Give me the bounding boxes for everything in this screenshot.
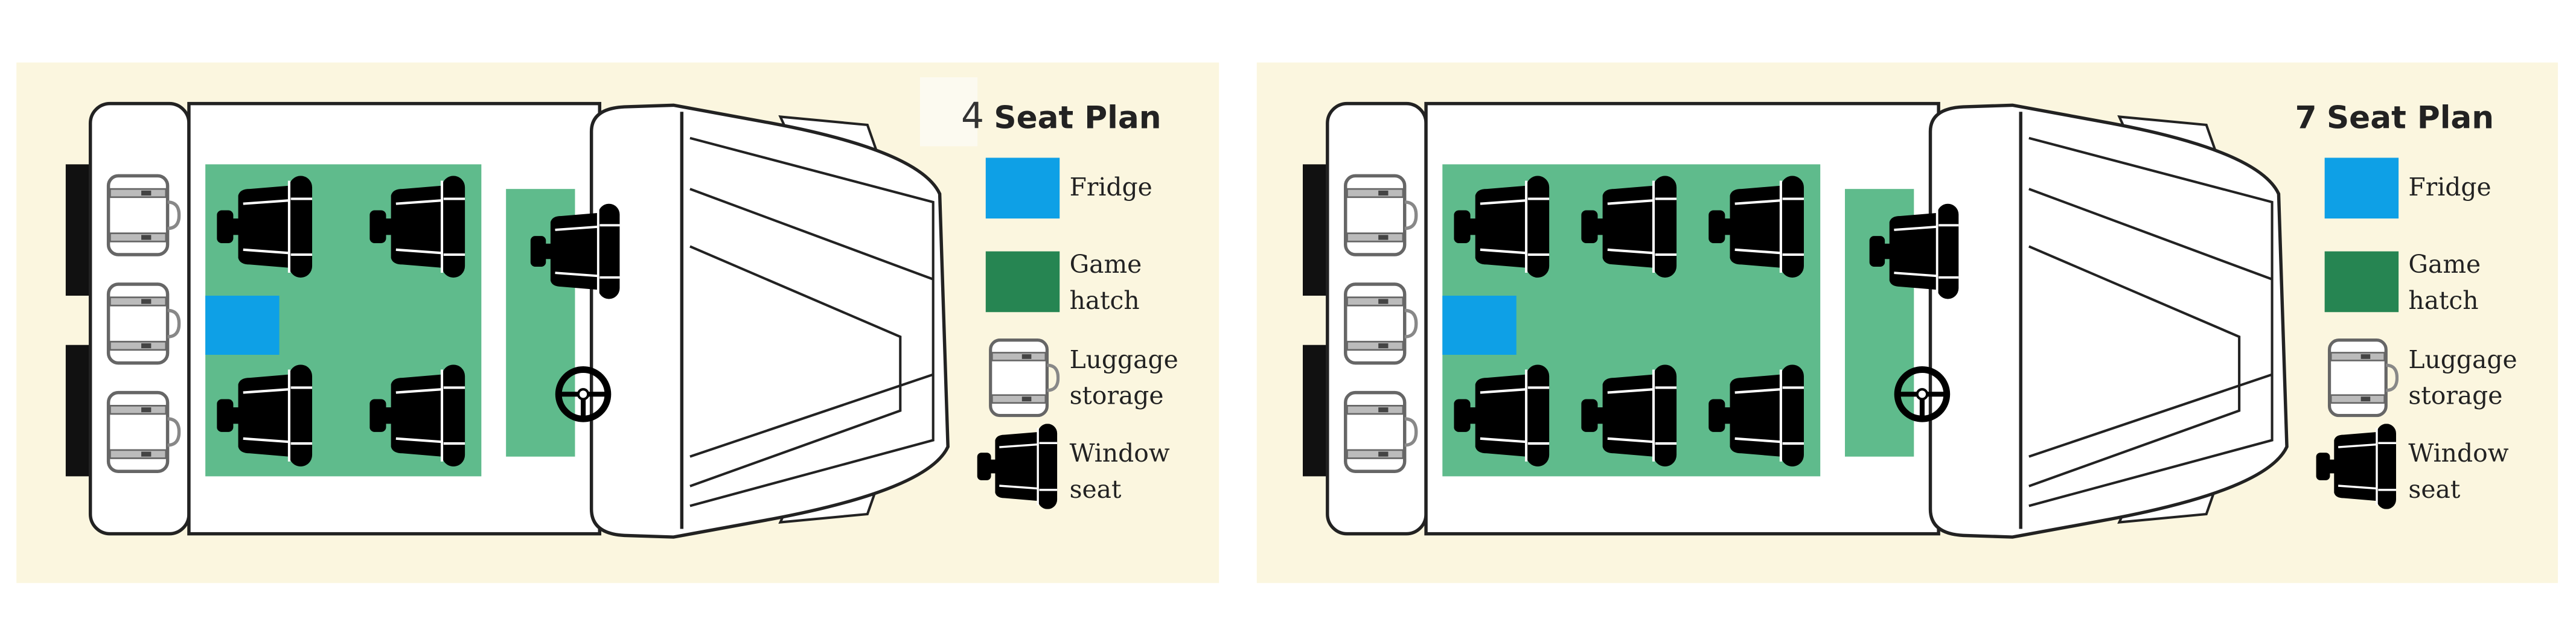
fridge [1442,296,1517,355]
rear-bumper [65,345,91,477]
legend-luggage-icon [991,340,1058,416]
legend-luggage-label: Luggage [2408,345,2517,374]
legend-fridge-label: Fridge [2408,173,2491,202]
rear-bumper [1302,164,1328,296]
legend-fridge-label: Fridge [1070,173,1152,202]
legend-window-seat-label: seat [2408,475,2460,504]
rear-bumper [1302,345,1328,477]
luggage-storage-icon [109,284,179,363]
legend-window-seat-label: Window [1070,439,1170,468]
rear-bumper [65,164,91,296]
front-hood [589,103,950,539]
plan-number: 4 [961,95,984,137]
plan-title-text: Seat Plan [2327,100,2494,136]
legend-fridge-swatch [985,157,1060,219]
legend-luggage-label: Luggage [1070,345,1178,374]
luggage-storage-icon [1346,393,1416,472]
hood-line [689,188,934,281]
luggage-storage-icon [109,176,179,255]
steering-wheel-hub [1916,388,1929,401]
legend-game-hatch-swatch [2324,251,2399,313]
luggage-storage-icon [109,393,179,472]
fridge [205,296,280,355]
legend-game-hatch-label: hatch [1070,286,1140,315]
legend-luggage-icon [2330,340,2397,416]
plan-title: 4 Seat Plan [961,95,1162,137]
legend-window-seat-label: Window [2408,439,2508,468]
windshield [689,245,902,488]
legend-game-hatch-label: Game [2408,250,2481,279]
hood-line [2028,373,2273,458]
plan-title-text: Seat Plan [994,100,1161,136]
hood-panel [2028,136,2274,507]
legend-game-hatch-label: Game [1070,250,1142,279]
hood-line [2028,188,2273,281]
luggage-storage-icon [1346,284,1416,363]
steering-wheel-hub [577,388,590,401]
hood-line [689,373,934,458]
title-number-box [919,77,978,147]
legend-fridge-swatch [2324,157,2399,219]
legend-game-hatch-swatch [985,251,1060,313]
plan-title: 7 Seat Plan [2295,100,2494,136]
windshield [2028,245,2241,488]
legend-window-seat-label: seat [1070,475,1122,504]
plan-number: 7 [2295,100,2317,136]
luggage-storage-icon [1346,176,1416,255]
hood-panel [689,136,935,507]
legend-luggage-label: storage [2408,381,2502,410]
legend-luggage-label: storage [1070,381,1164,410]
legend-game-hatch-label: hatch [2408,286,2478,315]
front-hood [1928,103,2289,539]
